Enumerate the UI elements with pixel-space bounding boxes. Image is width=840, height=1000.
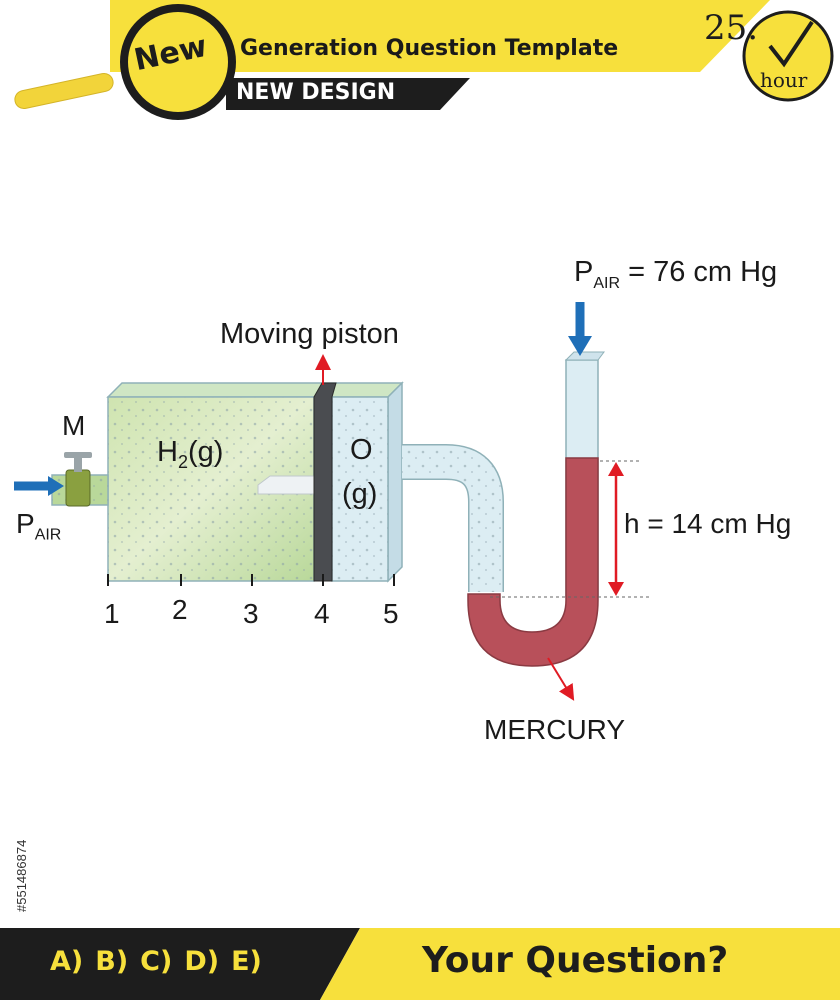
magnifier-lens [120, 4, 236, 120]
option-c[interactable]: C) [140, 946, 173, 977]
o-gas-line2: (g) [342, 478, 378, 510]
scale-mark-4: 4 [314, 598, 330, 629]
time-value: 25. [704, 8, 759, 48]
gas-container [14, 354, 404, 583]
magnifier-handle [14, 72, 114, 110]
scale-mark-3: 3 [243, 598, 259, 629]
scale-mark-5: 5 [383, 598, 399, 629]
scale-ticks [107, 574, 395, 586]
mercury-column [467, 457, 599, 667]
u-tube-manometer [402, 302, 650, 701]
template-subtitle: NEW DESIGN [236, 80, 396, 105]
option-a[interactable]: A) [50, 946, 84, 977]
h2-main: H [157, 436, 178, 468]
h2-suffix: (g) [187, 436, 224, 468]
footer-yellow-band [320, 928, 840, 1000]
valve-label: M [62, 410, 86, 441]
valve-m [64, 452, 92, 507]
scale-mark-2: 2 [172, 594, 188, 625]
p-air-left-main: P [16, 508, 35, 539]
h2-sub: 2 [177, 451, 188, 472]
p-air-right-main: P [574, 256, 594, 288]
option-e[interactable]: E) [231, 946, 262, 977]
option-b[interactable]: B) [95, 946, 129, 977]
p-air-left-label: PAIR [16, 508, 61, 545]
header-yellow-band [110, 0, 770, 72]
mercury-pointer [547, 657, 575, 701]
o-gas-line1: O [350, 434, 373, 466]
p-air-right-sub: AIR [593, 274, 621, 292]
check-icon [768, 20, 814, 68]
mercury-label: MERCURY [484, 714, 626, 745]
time-unit: hour [760, 68, 808, 92]
stock-id: #551486874 [14, 839, 29, 912]
p-air-right-label: PAIR = 76 cm Hg [574, 256, 777, 293]
piston-rod [257, 475, 315, 495]
scale-mark-1: 1 [104, 598, 120, 629]
header [14, 0, 834, 120]
header-dark-band [226, 78, 470, 110]
moving-piston-label: Moving piston [220, 318, 399, 350]
question-text: Your Question? [422, 940, 729, 981]
answer-options: A) B) C) D) E) [50, 946, 274, 977]
option-d[interactable]: D) [184, 946, 220, 977]
footer [0, 928, 840, 1000]
height-label: h = 14 cm Hg [624, 508, 792, 539]
p-air-right-value: = 76 cm Hg [628, 256, 778, 288]
p-air-left-sub: AIR [34, 526, 62, 544]
h2-gas-label: H2(g) [157, 436, 223, 473]
template-title: Generation Question Template [240, 36, 619, 61]
footer-dark-band [0, 928, 360, 1000]
